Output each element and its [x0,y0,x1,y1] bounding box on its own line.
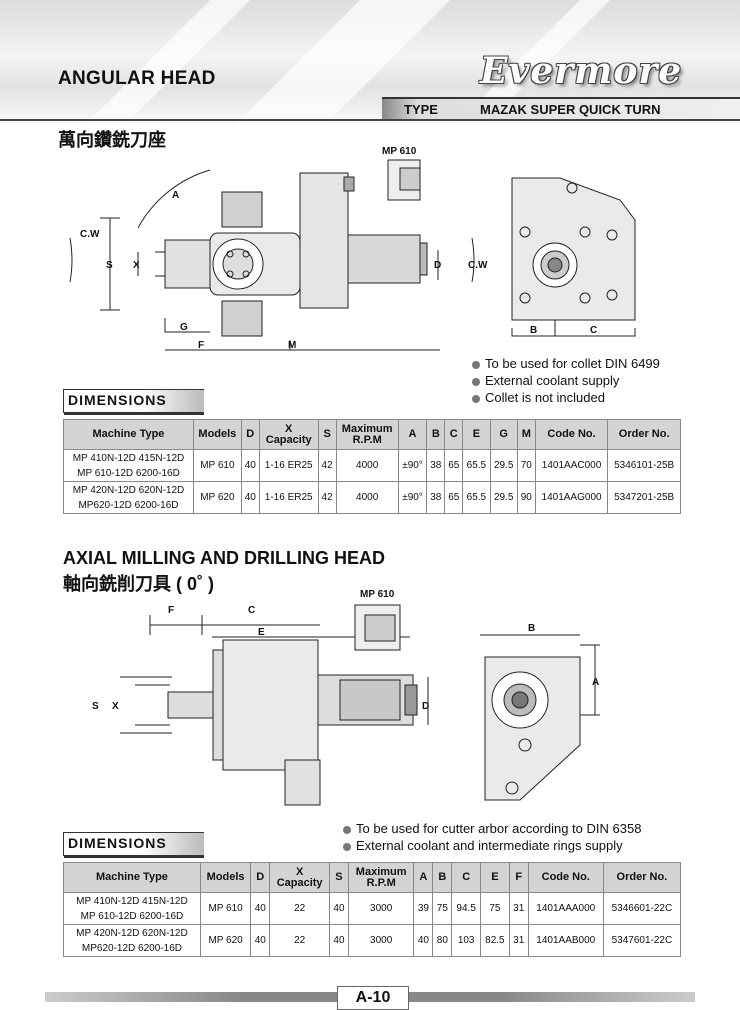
col-m: M [516,419,536,450]
dimensions-label: DIMENSIONS [63,389,204,415]
cw-right-label: C.W [468,260,488,271]
dim-b-label-2: B [528,623,535,634]
page-title: ANGULAR HEAD [58,68,216,89]
col-e: E [480,862,510,893]
col-c: C [444,419,464,450]
dim-c-label: C [590,325,597,336]
col-models: Models [192,419,242,450]
col-b: B [432,862,453,893]
section1-notes: To be used for collet DIN 6499 External … [472,355,660,406]
col-order: Order No. [607,419,681,450]
col-e: E [462,419,491,450]
cw-left-label: C.W [80,229,100,240]
dim-x-label: X [133,260,140,271]
col-c: C [451,862,482,893]
section2-title-cjk: 軸向銑削刀具 ( 0˚ ) [63,574,214,594]
dim-a-label-2: A [592,677,599,688]
type-label: TYPE [404,102,438,117]
mp610-label-2: MP 610 [360,589,395,600]
col-a: A [397,419,428,450]
col-s: S [317,419,337,450]
col-code: Code No. [527,862,604,893]
dim-m-label: M [288,340,296,351]
col-order: Order No. [602,862,682,893]
dim-d-label: D [434,260,441,271]
dim-c-label-2: C [248,605,255,616]
col-machine: Machine Type [63,419,194,450]
brand-logo: Evermore [480,50,683,92]
page-number: A-10 [337,986,409,1010]
dim-s-label: S [106,260,113,271]
header-divider [0,119,740,121]
mp610-label: MP 610 [382,146,417,157]
col-machine: Machine Type [63,862,201,893]
dim-x-label-2: X [112,701,119,712]
note-item: Collet is not included [472,389,660,406]
dim-e-label-2: E [258,627,265,638]
section2-notes: To be used for cutter arbor according to… [343,820,641,854]
type-bar: TYPE MAZAK SUPER QUICK TURN [382,97,740,121]
dim-b-label: B [530,325,537,336]
dim-g-label: G [180,322,188,333]
section1-title-cjk: 萬向鑽銑刀座 [58,130,166,150]
dimensions-label-2: DIMENSIONS [63,832,204,858]
axial-head-drawing: MP 610 F C E B A S X D [92,589,600,806]
col-s: S [329,862,349,893]
type-value: MAZAK SUPER QUICK TURN [480,102,661,117]
col-d: D [250,862,271,893]
section2-title: AXIAL MILLING AND DRILLING HEAD [63,548,385,568]
dim-f-label: F [198,340,204,351]
angular-head-drawing: MP 610 A C.W C.W S X D G F M B C [69,146,636,351]
dim-f-label-2: F [168,605,174,616]
dim-a-label: A [172,190,179,201]
col-a: A [413,862,434,893]
col-d: D [240,419,260,450]
col-b: B [426,419,446,450]
col-models: Models [199,862,252,893]
dim-s-label-2: S [92,701,99,712]
note-item: External coolant and intermediate rings … [343,837,641,854]
col-f: F [508,862,529,893]
col-code: Code No. [534,419,609,450]
note-item: External coolant supply [472,372,660,389]
col-g: G [489,419,518,450]
note-item: To be used for collet DIN 6499 [472,355,660,372]
note-item: To be used for cutter arbor according to… [343,820,641,837]
dim-d-label-2: D [422,701,429,712]
